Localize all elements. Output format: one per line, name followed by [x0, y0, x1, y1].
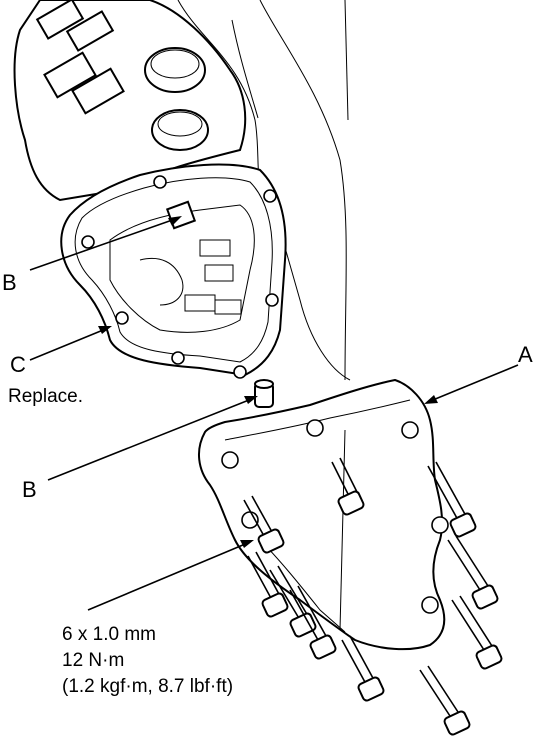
transmission-housing: [13, 0, 247, 202]
bolt: [451, 595, 503, 670]
label-b-upper: B: [2, 270, 17, 295]
bolts: [243, 457, 503, 736]
spec-size: 6 x 1.0 mm: [62, 624, 156, 645]
bolt: [447, 535, 499, 610]
bolt: [331, 457, 365, 516]
bolt: [341, 635, 385, 702]
label-b-lower: B: [22, 477, 37, 502]
bolt: [243, 495, 285, 554]
spec-torque-alt: (1.2 kgf·m, 8.7 lbf·ft): [62, 676, 233, 697]
bolt: [427, 461, 477, 538]
leader-b-lower: [47, 397, 255, 481]
bolt: [247, 551, 289, 618]
arrowhead-c: [98, 326, 112, 334]
leader-b-upper: [29, 217, 179, 271]
arrowhead-b-upper: [168, 216, 182, 226]
leader-spec: [87, 541, 251, 611]
dowel-pin: [254, 379, 274, 408]
arrowhead-a: [424, 395, 438, 404]
label-replace: Replace.: [8, 386, 83, 407]
leader-lines: [29, 216, 519, 611]
gasket-c: [60, 163, 287, 379]
arrowhead-spec: [240, 540, 254, 548]
cover-a: [198, 378, 449, 651]
spec-torque-nm: 12 N·m: [62, 650, 124, 671]
label-a: A: [518, 342, 533, 367]
bolt: [269, 565, 317, 638]
leader-c: [29, 327, 109, 361]
bolt: [419, 665, 471, 736]
label-c: C: [10, 352, 26, 377]
arrowhead-b-lower: [244, 396, 258, 404]
bolt: [289, 585, 337, 660]
leader-a: [427, 364, 519, 403]
